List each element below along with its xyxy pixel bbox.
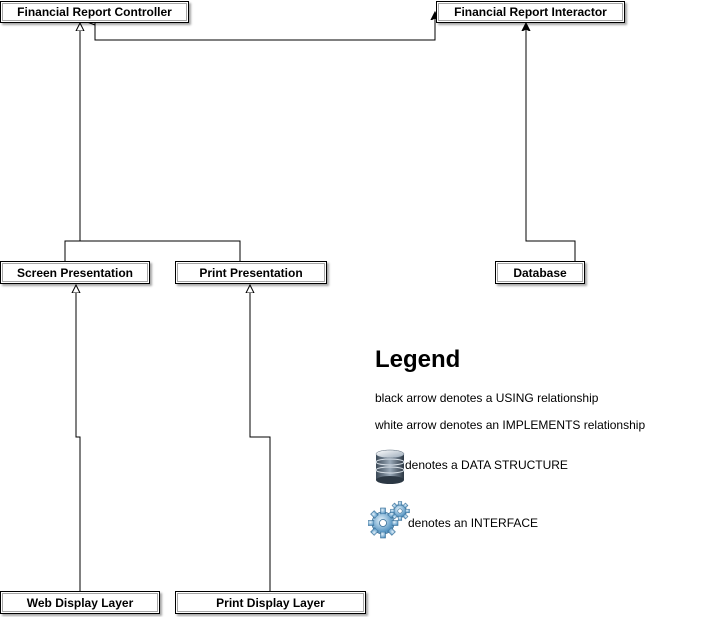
node-print-presentation[interactable]: Print Presentation: [175, 261, 327, 284]
node-financial-report-controller[interactable]: Financial Report Controller: [0, 1, 189, 23]
node-label: Print Presentation: [199, 265, 303, 280]
edge-print-to-controller: [80, 240, 241, 261]
node-label: Screen Presentation: [16, 265, 134, 280]
node-web-display-layer[interactable]: Web Display Layer: [0, 591, 160, 614]
node-print-display-layer[interactable]: Print Display Layer: [175, 591, 366, 614]
legend-implements-text: white arrow denotes an IMPLEMENTS relati…: [375, 418, 646, 432]
gears-icon: [368, 501, 410, 539]
legend-title: Legend: [375, 346, 461, 373]
legend-using-text: black arrow denotes a USING relationship: [375, 391, 599, 405]
node-label: Financial Report Controller: [17, 5, 172, 19]
edge-database-to-interactor: [526, 23, 576, 261]
node-database[interactable]: Database: [495, 261, 585, 284]
edge-web-to-screen: [76, 285, 80, 591]
node-label: Database: [513, 265, 567, 280]
legend-data-structure-text: denotes a DATA STRUCTURE: [405, 458, 568, 472]
node-label: Web Display Layer: [26, 595, 134, 610]
node-label: Financial Report Interactor: [454, 5, 607, 19]
database-icon: [375, 449, 405, 484]
node-financial-report-interactor[interactable]: Financial Report Interactor: [436, 1, 625, 23]
edge-printdisplay-to-print: [250, 285, 271, 591]
node-screen-presentation[interactable]: Screen Presentation: [0, 261, 150, 284]
edge-screen-to-controller: [64, 23, 80, 261]
node-label: Print Display Layer: [216, 595, 325, 610]
legend-interface-text: denotes an INTERFACE: [408, 516, 539, 530]
